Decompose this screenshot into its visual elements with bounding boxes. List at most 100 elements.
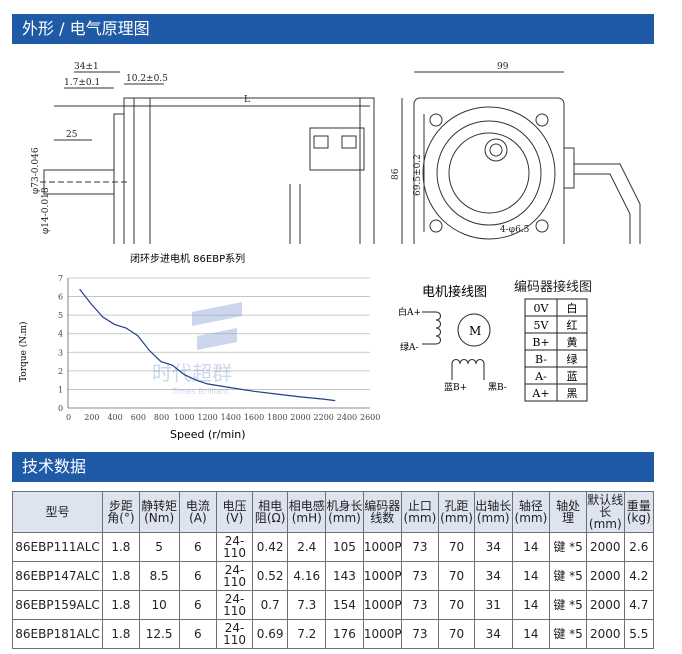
table-cell: 105 — [325, 532, 364, 562]
table-cell: 73 — [400, 561, 440, 591]
chart-grid — [67, 277, 370, 409]
dim-86: 86 — [391, 168, 401, 180]
table-cell: 8.5 — [138, 561, 180, 591]
coil-b — [451, 359, 485, 380]
table-header-row: 型号步距角(°)静转矩(Nm)电流(A)电压(V)相电阻(Ω)相电感(mH)机身… — [11, 491, 655, 533]
flange — [113, 113, 125, 244]
y-tick-label: 1 — [58, 385, 63, 394]
x-axis-label: Speed (r/min) — [170, 428, 246, 441]
table-cell: 86EBP147ALC — [11, 561, 104, 591]
dim-d73: φ73-0.046 — [31, 147, 41, 194]
table-cell: 1.8 — [102, 532, 140, 562]
table-cell: 70 — [438, 532, 475, 562]
table-header-cell: 相电感(mH) — [287, 491, 327, 533]
x-tick-label: 2600 — [360, 413, 380, 422]
table-header-cell: 型号 — [11, 491, 104, 533]
motor-symbol — [457, 313, 491, 347]
table-cell: 1000P — [362, 590, 402, 620]
table-header-cell: 步距角(°) — [102, 491, 140, 533]
encoder-wire-color: 绿 — [567, 352, 578, 366]
watermark-logo: 时代超群 Times Brilliant — [152, 302, 242, 396]
x-tick-label: 2400 — [337, 413, 357, 422]
table-cell: 14 — [511, 619, 551, 649]
table-cell: 键 *5 — [549, 619, 587, 649]
table-cell: 86EBP159ALC — [11, 590, 104, 620]
table-cell: 0.69 — [251, 619, 289, 649]
shaft-front — [484, 138, 508, 162]
table-header-cell: 轴径(mm) — [511, 491, 551, 533]
encoder-signal: B+ — [532, 336, 549, 349]
watermark-en: Times Brilliant — [171, 387, 229, 396]
encoder-wire-color: 黄 — [567, 335, 578, 349]
dim-695: 69.5±0.2 — [413, 154, 423, 196]
table-cell: 70 — [438, 590, 475, 620]
table-cell: 2000 — [585, 561, 625, 591]
x-tick-label: 1200 — [197, 413, 217, 422]
table-cell: 1000P — [362, 561, 402, 591]
table-cell: 1.8 — [102, 590, 140, 620]
x-tick-label: 0 — [66, 413, 71, 422]
wire-a-minus: 绿A- — [400, 341, 419, 353]
table-cell: 143 — [325, 561, 364, 591]
table-cell: 1000P — [362, 619, 402, 649]
table-cell: 176 — [325, 619, 364, 649]
table-cell: 34 — [473, 619, 513, 649]
motor-wiring-diagram: 电机接线图 白A+ 绿A- 蓝B+ 黑B- M — [398, 284, 507, 393]
table-cell: 14 — [511, 561, 551, 591]
table-header-cell: 编码器线数 — [362, 491, 402, 533]
table-header-cell: 轴处理 — [549, 491, 587, 533]
wire-a-plus: 白A+ — [398, 306, 421, 318]
mount-hole — [429, 113, 443, 127]
motor-body — [133, 97, 375, 244]
mount-hole — [535, 113, 549, 127]
encoder-signal: A- — [534, 370, 547, 383]
table-cell: 34 — [473, 532, 513, 562]
table-cell: 4.16 — [287, 561, 327, 591]
table-cell: 键 *5 — [549, 532, 587, 562]
encoder-signal: B- — [535, 353, 547, 366]
table-header-cell: 静转矩(Nm) — [138, 491, 180, 533]
dim-holes: 4-φ6.5 — [500, 225, 530, 235]
coil-a — [422, 311, 441, 345]
table-header-cell: 重量(kg) — [623, 491, 655, 533]
encoder-wire-color: 黑 — [567, 387, 578, 400]
table-cell: 6 — [178, 590, 218, 620]
table-cell: 5 — [138, 532, 180, 562]
y-tick-label: 7 — [58, 274, 63, 283]
table-cell: 1.8 — [102, 561, 140, 591]
section-title-outline: 外形 / 电气原理图 — [12, 14, 654, 44]
table-cell: 70 — [438, 619, 475, 649]
table-cell: 70 — [438, 561, 475, 591]
motor-wiring-title: 电机接线图 — [422, 284, 487, 300]
table-cell: 14 — [511, 590, 551, 620]
x-tick-label: 2000 — [290, 413, 310, 422]
table-cell: 34 — [473, 561, 513, 591]
motor-letter: M — [469, 324, 481, 338]
x-tick-label: 1000 — [174, 413, 194, 422]
table-cell: 1.8 — [102, 619, 140, 649]
wire-b-minus: 黑B- — [488, 382, 507, 393]
table-cell: 24-110 — [216, 561, 253, 591]
table-header-cell: 出轴长(mm) — [473, 491, 513, 533]
dim-99: 99 — [497, 62, 509, 72]
dim-17: 1.7±0.1 — [64, 78, 100, 88]
table-header-cell: 孔距(mm) — [438, 491, 475, 533]
encoder-wire-color: 白 — [567, 301, 578, 315]
x-tick-label: 200 — [84, 413, 99, 422]
x-tick-label: 400 — [107, 413, 122, 422]
encoder-wire-color: 蓝 — [567, 370, 578, 383]
table-cell: 154 — [325, 590, 364, 620]
table-cell: 86EBP111ALC — [11, 532, 104, 562]
x-tick-label: 2200 — [314, 413, 334, 422]
table-cell: 24-110 — [216, 619, 253, 649]
table-header-cell: 电流(A) — [178, 491, 218, 533]
table-header-cell: 相电阻(Ω) — [251, 491, 289, 533]
dim-25: 25 — [66, 130, 78, 140]
table-cell: 2000 — [585, 590, 625, 620]
table-cell: 2.4 — [287, 532, 327, 562]
